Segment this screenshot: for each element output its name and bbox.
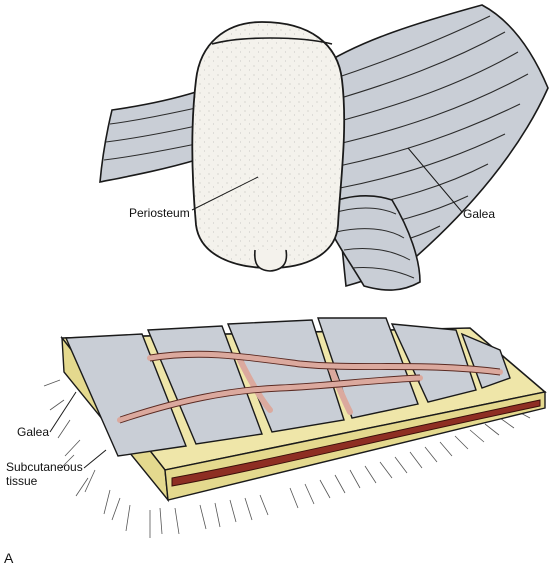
subcutaneous-label-line2: tissue [6, 474, 38, 488]
subcutaneous-leader [83, 449, 107, 469]
superficial-vessels [117, 351, 503, 423]
galea-bottom-leader [49, 391, 77, 433]
periosteum-tab [253, 249, 288, 272]
subcutaneous-label-line1: Subcutaneous [6, 460, 83, 474]
periosteum-label: Periosteum [129, 206, 190, 220]
bottom-panel [43, 317, 547, 538]
top-panel [99, 4, 549, 291]
galea-label-bottom: Galea [17, 425, 50, 439]
galea-flap-left [99, 90, 197, 183]
panel-letter-label: A [4, 550, 14, 566]
deep-vessel [171, 399, 541, 487]
periosteum-top-edge [211, 37, 333, 45]
galea-top-leader [407, 147, 463, 213]
galea-flap-lower [319, 195, 421, 291]
galea-label-top: Galea [463, 207, 496, 221]
subcutaneous-tissue-label: Subcutaneous tissue [6, 460, 83, 488]
periosteum-leader [191, 176, 259, 211]
hair-strands [43, 379, 531, 538]
